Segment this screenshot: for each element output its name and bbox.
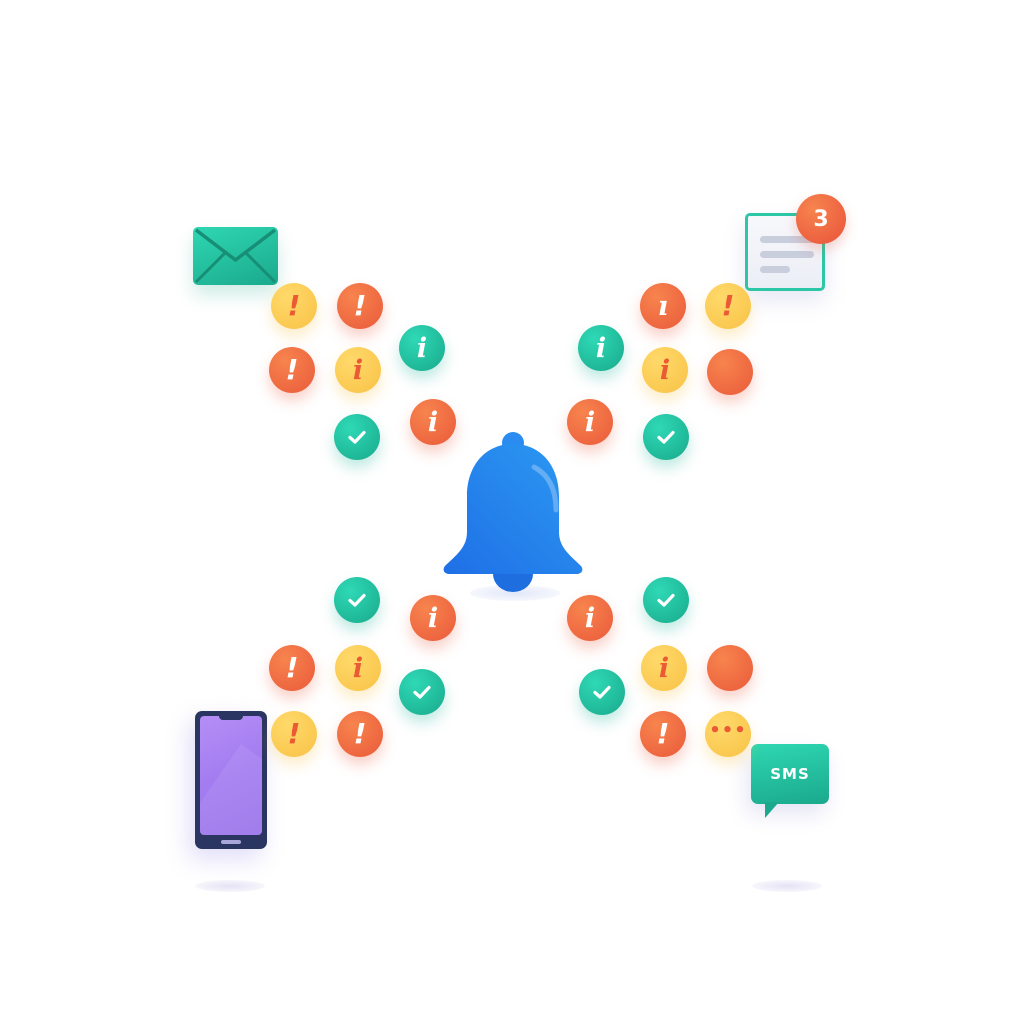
notification-dot-info-red: i [410,595,456,641]
checkmark-icon [657,430,675,444]
text-line [760,251,814,258]
bell-icon [443,432,583,592]
checkmark-icon [348,430,366,444]
notification-dot-info-red: i [410,399,456,445]
info-icon: i [427,602,439,634]
notification-dot-alert-red: ! [337,283,383,329]
notification-dot-blank-red [707,645,753,691]
checkmark-icon [657,593,675,607]
notification-dot-blank-red [707,349,753,395]
exclamation-icon: ! [287,289,301,322]
sms-ground-shadow [752,880,822,892]
info-icon: i [584,406,596,438]
exclamation-icon: ! [353,717,367,750]
email-envelope-icon [193,227,278,285]
exclamation-icon: ! [656,717,670,750]
bell-shadow [470,585,560,601]
phone-home-bar [221,840,241,844]
notification-dot-info-yellow: i [642,347,688,393]
exclamation-icon: ! [721,289,735,322]
notification-count-badge: 3 [796,194,846,244]
exclamation-icon: ! [353,289,367,322]
ellipsis-icon: ••• [709,720,747,741]
notification-dot-info-red: ı [640,283,686,329]
notification-dot-alert-yellow: ! [271,711,317,757]
info-icon: ı [657,290,669,322]
info-icon: i [352,354,364,386]
sms-label: SMS [770,765,810,783]
info-icon: i [659,354,671,386]
notification-dot-more-yellow: ••• [705,711,751,757]
phone-ground-shadow [195,880,265,892]
notification-dot-alert-red: ! [269,347,315,393]
notification-dot-info-teal: i [578,325,624,371]
notification-dot-info-red: i [567,595,613,641]
notification-dot-info-yellow: i [641,645,687,691]
exclamation-icon: ! [285,651,299,684]
notification-dot-alert-yellow: ! [271,283,317,329]
sms-bubble-tail [765,802,779,818]
notification-dot-check-teal [579,669,625,715]
info-icon: i [595,332,607,364]
checkmark-icon [348,593,366,607]
smartphone-icon [195,711,267,849]
info-icon: i [658,652,670,684]
notification-dot-alert-yellow: ! [705,283,751,329]
info-icon: i [416,332,428,364]
notification-dot-alert-red: ! [640,711,686,757]
phone-screen [200,716,262,835]
notification-dot-check-teal [643,577,689,623]
notification-dot-check-teal [643,414,689,460]
notification-dot-alert-red: ! [337,711,383,757]
notification-dot-check-teal [399,669,445,715]
info-icon: i [584,602,596,634]
text-line [760,266,790,273]
envelope-flap-lines [194,228,277,284]
exclamation-icon: ! [285,353,299,386]
notification-dot-alert-red: ! [269,645,315,691]
info-icon: i [427,406,439,438]
notification-dot-check-teal [334,414,380,460]
phone-notch [219,715,243,720]
exclamation-icon: ! [287,717,301,750]
checkmark-icon [593,685,611,699]
sms-bubble-icon: SMS [751,744,829,804]
info-icon: i [352,652,364,684]
checkmark-icon [413,685,431,699]
text-line [760,236,814,243]
notification-dot-info-yellow: i [335,347,381,393]
notification-dot-check-teal [334,577,380,623]
notification-dot-info-teal: i [399,325,445,371]
notification-dot-info-red: i [567,399,613,445]
notification-dot-info-yellow: i [335,645,381,691]
